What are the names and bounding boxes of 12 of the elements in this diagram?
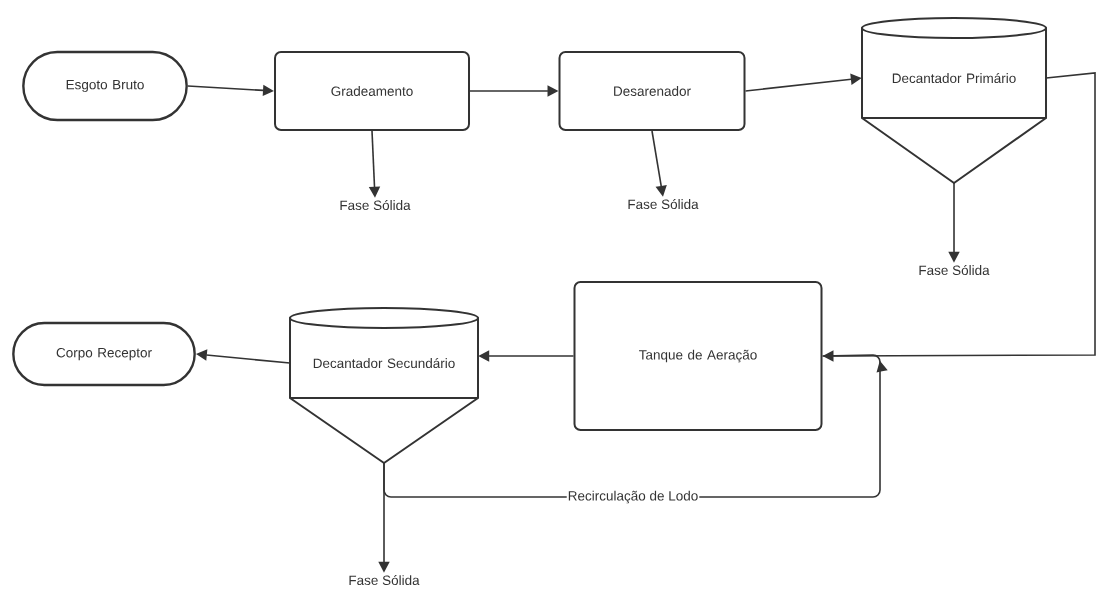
- settling-tank: Decantador Secundário: [289, 307, 479, 464]
- process-box: Tanque de Aeração: [573, 281, 823, 431]
- process-box: Gradeamento: [274, 51, 470, 131]
- terminal-box: Esgoto Bruto: [22, 50, 188, 122]
- output-label: Fase Sólida: [628, 198, 699, 210]
- process-box: Desarenador: [558, 51, 746, 131]
- terminal-box: Corpo Receptor: [12, 321, 196, 387]
- output-label: Fase Sólida: [919, 264, 990, 276]
- output-label: Fase Sólida: [349, 574, 420, 586]
- edge-label: Recirculação de Lodo: [566, 489, 700, 505]
- output-label: Fase Sólida: [340, 199, 411, 211]
- settling-tank: Decantador Primário: [861, 17, 1047, 184]
